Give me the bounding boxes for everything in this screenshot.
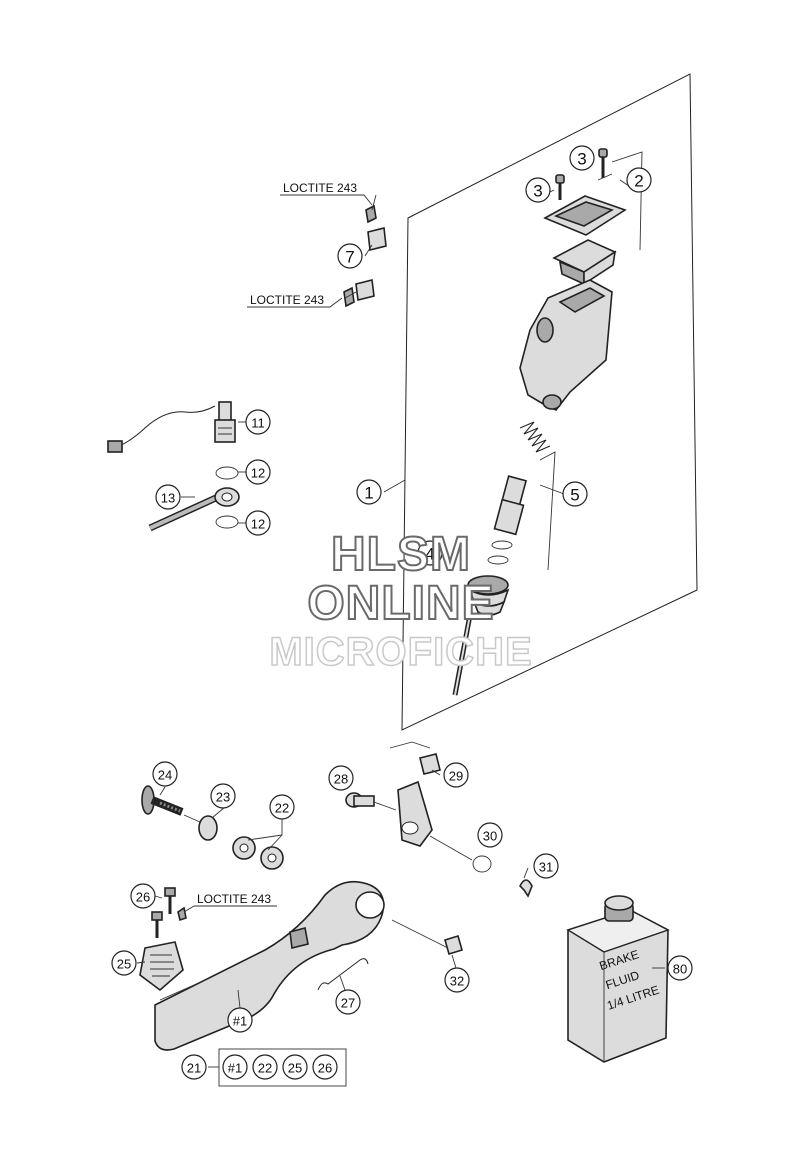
diaphragm bbox=[552, 239, 617, 286]
callout-11: 11 bbox=[245, 409, 271, 435]
svg-text:29: 29 bbox=[449, 769, 463, 784]
svg-text:LOCTITE 243: LOCTITE 243 bbox=[283, 181, 357, 195]
washer-12-upper bbox=[215, 466, 239, 480]
svg-text:26: 26 bbox=[136, 890, 150, 905]
callout-21: 21 bbox=[181, 1054, 207, 1080]
brake-line-13 bbox=[148, 487, 240, 532]
svg-text:3: 3 bbox=[533, 182, 542, 201]
svg-text:80: 80 bbox=[673, 962, 687, 977]
brake-fluid-bottle-80 bbox=[566, 895, 670, 1063]
piston-spring bbox=[519, 421, 551, 453]
svg-text:25: 25 bbox=[288, 1061, 302, 1076]
svg-text:5: 5 bbox=[570, 486, 579, 505]
bolt-24 bbox=[141, 785, 184, 816]
svg-text:21: 21 bbox=[187, 1061, 201, 1076]
callout-27: 27 bbox=[335, 989, 361, 1015]
brake-light-switch-11 bbox=[107, 401, 236, 453]
svg-text:7: 7 bbox=[345, 248, 354, 267]
callout-3b: 3 bbox=[525, 177, 551, 203]
svg-text:24: 24 bbox=[158, 768, 172, 783]
dust-boot bbox=[467, 575, 510, 616]
svg-text:27: 27 bbox=[341, 996, 355, 1011]
callout-7: 7 bbox=[337, 243, 363, 269]
svg-text:26: 26 bbox=[318, 1061, 332, 1076]
reservoir-cover-2 bbox=[543, 195, 627, 236]
kit-member-4: 26 bbox=[312, 1054, 338, 1080]
svg-text:2: 2 bbox=[634, 172, 643, 191]
svg-text:#1: #1 bbox=[228, 1061, 242, 1076]
loctite-note-top: LOCTITE 243 bbox=[280, 181, 373, 206]
nut-29 bbox=[419, 753, 441, 775]
svg-text:22: 22 bbox=[275, 801, 289, 816]
svg-text:LOCTITE 243: LOCTITE 243 bbox=[250, 293, 324, 307]
master-cylinder-body-1 bbox=[519, 279, 613, 411]
callout-26: 26 bbox=[130, 883, 156, 909]
screw-3-top bbox=[598, 148, 608, 178]
callout-3a: 3 bbox=[569, 145, 595, 171]
svg-text:31: 31 bbox=[539, 860, 553, 875]
svg-text:3: 3 bbox=[577, 150, 586, 169]
callout-1: 1 bbox=[356, 479, 382, 505]
svg-text:25: 25 bbox=[117, 957, 131, 972]
callout-24: 24 bbox=[152, 761, 178, 787]
svg-text:30: 30 bbox=[483, 829, 497, 844]
screw-3-left bbox=[555, 174, 565, 200]
kit-member-3: 25 bbox=[282, 1054, 308, 1080]
piston bbox=[493, 475, 528, 536]
kit-box bbox=[218, 1048, 347, 1087]
loctite-note-mid: LOCTITE 243 bbox=[247, 293, 343, 308]
callout-80: 80 bbox=[667, 955, 693, 981]
return-spring-27 bbox=[317, 958, 369, 991]
callout-23: 23 bbox=[210, 783, 236, 809]
callout-29: 29 bbox=[443, 762, 469, 788]
svg-text:28: 28 bbox=[334, 772, 348, 787]
svg-text:12: 12 bbox=[251, 466, 265, 481]
washer-12-lower bbox=[215, 515, 239, 529]
callout-12a: 12 bbox=[245, 459, 271, 485]
callout-22: 22 bbox=[269, 794, 295, 820]
callout-5: 5 bbox=[562, 481, 588, 507]
callout-30: 30 bbox=[477, 822, 503, 848]
callout-pedal: #1 bbox=[227, 1007, 253, 1033]
brake-pedal bbox=[154, 880, 453, 1051]
callout-28: 28 bbox=[328, 765, 354, 791]
kit-member-1: #1 bbox=[222, 1054, 248, 1080]
svg-text:12: 12 bbox=[251, 517, 265, 532]
cotter-pin-31 bbox=[519, 879, 533, 898]
loctite-note-low: LOCTITE 243 bbox=[183, 892, 277, 913]
washer-30 bbox=[472, 855, 492, 873]
svg-text:22: 22 bbox=[258, 1061, 272, 1076]
bolt-7-lower bbox=[343, 279, 375, 308]
screw-26-upper bbox=[164, 887, 176, 914]
screw-26-lower bbox=[151, 911, 163, 938]
kit-member-2: 22 bbox=[252, 1054, 278, 1080]
pedal-tip-25 bbox=[139, 941, 184, 992]
washer-23 bbox=[198, 815, 218, 841]
svg-text:13: 13 bbox=[161, 491, 175, 506]
svg-text:11: 11 bbox=[251, 416, 265, 431]
svg-text:4: 4 bbox=[425, 545, 434, 564]
callout-25: 25 bbox=[111, 950, 137, 976]
leader-lines bbox=[136, 173, 665, 1068]
svg-text:1: 1 bbox=[364, 484, 373, 503]
clevis bbox=[397, 780, 433, 847]
nut-32 bbox=[444, 934, 463, 956]
callout-31: 31 bbox=[533, 853, 559, 879]
svg-text:LOCTITE 243: LOCTITE 243 bbox=[197, 892, 271, 906]
callout-32: 32 bbox=[444, 967, 470, 993]
callout-13: 13 bbox=[155, 484, 181, 510]
svg-text:#1: #1 bbox=[233, 1014, 247, 1029]
callout-12b: 12 bbox=[245, 510, 271, 536]
callout-4: 4 bbox=[417, 540, 443, 566]
bolt-7-upper bbox=[365, 204, 387, 251]
callout-2: 2 bbox=[626, 167, 652, 193]
svg-text:23: 23 bbox=[216, 790, 230, 805]
pin-28 bbox=[345, 792, 375, 808]
assembly-outline bbox=[401, 73, 698, 731]
svg-text:32: 32 bbox=[450, 974, 464, 989]
